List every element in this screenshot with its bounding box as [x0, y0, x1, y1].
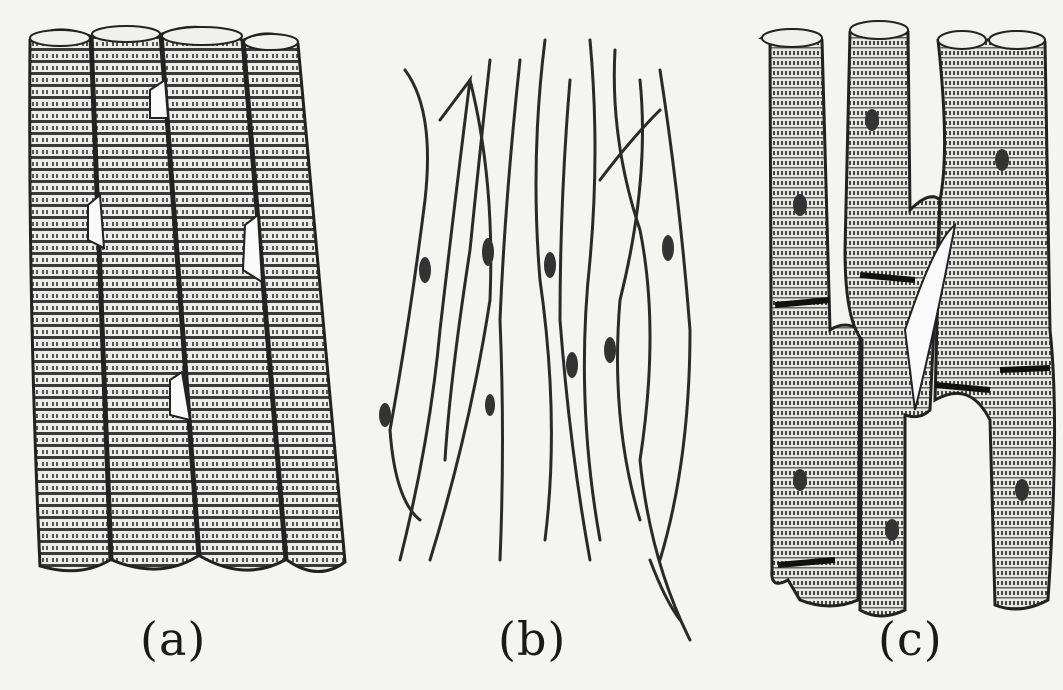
nucleus [419, 257, 431, 283]
fiber-cap [850, 21, 908, 39]
fiber-gap [243, 215, 262, 282]
fiber-cap [244, 34, 298, 50]
smooth-cell [536, 40, 551, 540]
smooth-cell [618, 80, 643, 520]
cardiac-fiber-right [935, 31, 1055, 609]
smooth-cell [614, 50, 690, 640]
skeletal-muscle-panel [30, 26, 345, 572]
fiber-cap [162, 27, 242, 45]
nucleus [485, 394, 495, 416]
nucleus [885, 519, 899, 541]
fiber-cap [938, 31, 986, 49]
fiber-cap [989, 31, 1045, 49]
smooth-cell [584, 40, 600, 540]
cardiac-fiber-left [762, 30, 860, 606]
nucleus [793, 469, 807, 491]
nucleus [793, 194, 807, 216]
smooth-muscle-panel [379, 40, 690, 640]
nucleus [662, 235, 674, 261]
fiber-cap [30, 30, 90, 46]
smooth-cell [660, 70, 690, 560]
nucleus [482, 238, 494, 266]
nucleus [544, 252, 556, 278]
nucleus [1015, 479, 1029, 501]
smooth-cell [600, 110, 660, 180]
nucleus [379, 403, 391, 427]
nucleus [604, 337, 616, 363]
smooth-cell [650, 560, 680, 620]
nucleus [566, 352, 578, 378]
caption-c: (c) [878, 612, 943, 666]
cardiac-muscle-panel [762, 21, 1055, 616]
fiber-gap [88, 195, 104, 248]
nucleus [865, 109, 879, 131]
intercalated-disc [1000, 368, 1050, 370]
caption-b: (b) [498, 612, 566, 666]
fiber-cap [762, 29, 822, 47]
nucleus [995, 149, 1009, 171]
smooth-cell [500, 60, 520, 560]
caption-a: (a) [140, 612, 206, 666]
fiber-cap [92, 26, 160, 42]
